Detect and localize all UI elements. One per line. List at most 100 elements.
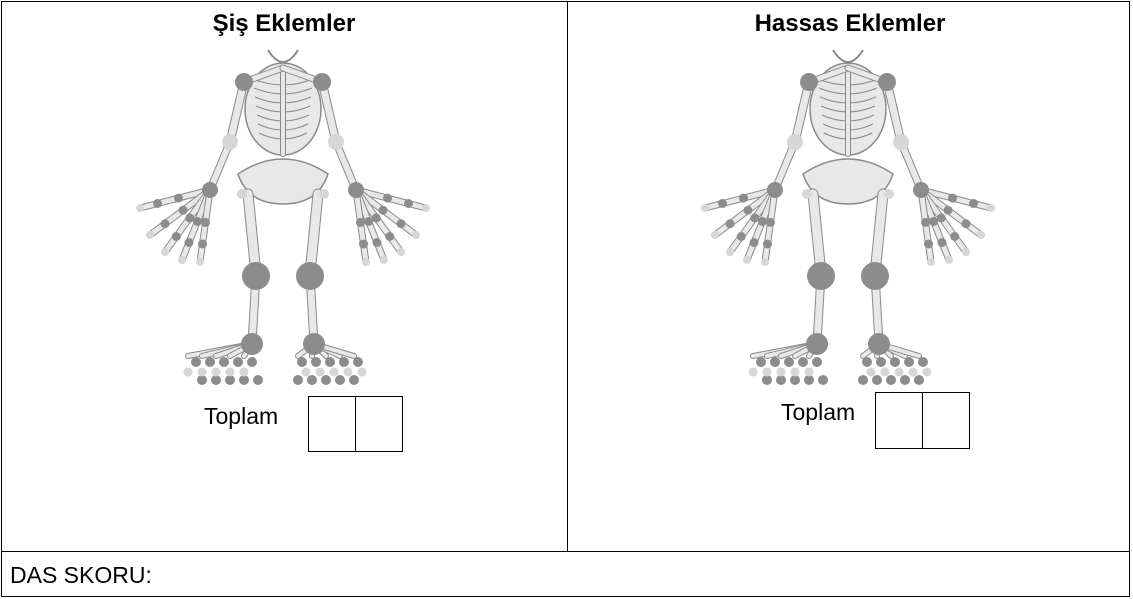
- jaw-outline: [268, 50, 298, 62]
- knee-joint-right: [861, 262, 889, 290]
- shoulder-joint-right: [313, 73, 331, 91]
- mtp-joint-right: [297, 357, 307, 367]
- pip-joint-left: [161, 219, 170, 228]
- pip-joint-right: [950, 232, 959, 241]
- pip-joint-left: [763, 240, 772, 249]
- femur-right-fill: [310, 194, 318, 274]
- tender-total-box-tens[interactable]: [875, 392, 923, 449]
- toe-tip-left: [212, 368, 221, 377]
- mcp-joint-right: [364, 217, 373, 226]
- pip-joint-left: [172, 232, 181, 241]
- mcp-joint-right: [356, 218, 365, 227]
- dip-joint-right: [987, 204, 995, 212]
- toe-joint-left: [253, 375, 263, 385]
- ankle-joint-left: [806, 333, 828, 355]
- mtp-joint-left: [812, 357, 822, 367]
- mcp-joint-right: [944, 206, 953, 215]
- mtp-joint-right: [862, 357, 872, 367]
- mcp-joint-left: [739, 194, 748, 203]
- shoulder-joint-left: [800, 73, 818, 91]
- mcp-joint-left: [179, 206, 188, 215]
- swollen-joints-skeleton-diagram: [118, 44, 448, 394]
- shoulder-joint-right: [878, 73, 896, 91]
- pip-joint-left: [726, 219, 735, 228]
- mtp-joint-left: [205, 357, 215, 367]
- dip-joint-left: [196, 258, 204, 266]
- humerus-right-fill: [322, 82, 336, 142]
- dip-joint-left: [178, 256, 186, 264]
- toe-joint-right: [886, 375, 896, 385]
- shoulder-joint-left: [235, 73, 253, 91]
- pip-joint-right: [938, 238, 947, 247]
- toe-joint-right: [872, 375, 882, 385]
- toe-joint-right: [858, 375, 868, 385]
- mtp-joint-left: [756, 357, 766, 367]
- toe-joint-right: [321, 375, 331, 385]
- toe-tip-left: [749, 368, 758, 377]
- hip-joint-left: [237, 189, 247, 199]
- toe-tip-right: [344, 368, 353, 377]
- pip-joint-right: [397, 219, 406, 228]
- toe-tip-right: [867, 368, 876, 377]
- hip-joint-right: [319, 189, 329, 199]
- toe-tip-left: [226, 368, 235, 377]
- toe-tip-left: [184, 368, 193, 377]
- pip-joint-left: [718, 199, 727, 208]
- pip-joint-right: [404, 199, 413, 208]
- toe-tip-left: [198, 368, 207, 377]
- mtp-joint-right: [904, 357, 914, 367]
- toe-joint-left: [818, 375, 828, 385]
- toe-joint-right: [293, 375, 303, 385]
- mtp-joint-left: [191, 357, 201, 367]
- mtp-joint-right: [311, 357, 321, 367]
- ankle-joint-left: [241, 333, 263, 355]
- swollen-total-box-units[interactable]: [355, 396, 403, 452]
- mtp-joint-right: [890, 357, 900, 367]
- pip-joint-right: [359, 240, 368, 249]
- wrist-joint-left: [767, 182, 783, 198]
- swollen-total-label: Toplam: [204, 403, 278, 430]
- mcp-joint-left: [758, 217, 767, 226]
- mtp-joint-right: [339, 357, 349, 367]
- dip-joint-left: [146, 231, 154, 239]
- wrist-joint-right: [348, 182, 364, 198]
- dip-joint-right: [422, 204, 430, 212]
- dip-joint-left: [711, 231, 719, 239]
- toe-joint-right: [335, 375, 345, 385]
- dip-joint-left: [761, 258, 769, 266]
- wrist-joint-left: [202, 182, 218, 198]
- toe-tip-left: [240, 368, 249, 377]
- tender-total-box-units[interactable]: [922, 392, 970, 449]
- toe-tip-right: [358, 368, 367, 377]
- elbow-joint-left: [787, 134, 803, 150]
- mtp-joint-left: [247, 357, 257, 367]
- wrist-joint-right: [913, 182, 929, 198]
- swollen-total-box-tens[interactable]: [308, 396, 356, 452]
- toe-tip-right: [316, 368, 325, 377]
- mcp-joint-right: [379, 206, 388, 215]
- toe-tip-left: [805, 368, 814, 377]
- hip-joint-right: [884, 189, 894, 199]
- pip-joint-right: [969, 199, 978, 208]
- tender-total-label: Toplam: [781, 399, 855, 426]
- pip-joint-right: [373, 238, 382, 247]
- dip-joint-right: [397, 248, 405, 256]
- mtp-joint-left: [219, 357, 229, 367]
- toe-tip-right: [330, 368, 339, 377]
- elbow-joint-left: [222, 134, 238, 150]
- mtp-joint-left: [784, 357, 794, 367]
- mcp-joint-right: [937, 213, 946, 222]
- dip-joint-left: [701, 204, 709, 212]
- pip-joint-right: [924, 240, 933, 249]
- knee-joint-left: [807, 262, 835, 290]
- pip-joint-left: [750, 238, 759, 247]
- knee-joint-left: [242, 262, 270, 290]
- dip-joint-right: [927, 258, 935, 266]
- femur-left-fill: [248, 194, 256, 274]
- mcp-joint-right: [383, 194, 392, 203]
- dip-joint-right: [412, 231, 420, 239]
- pip-joint-right: [385, 232, 394, 241]
- hip-joint-left: [802, 189, 812, 199]
- humerus-left-fill: [230, 82, 244, 142]
- dip-joint-right: [962, 248, 970, 256]
